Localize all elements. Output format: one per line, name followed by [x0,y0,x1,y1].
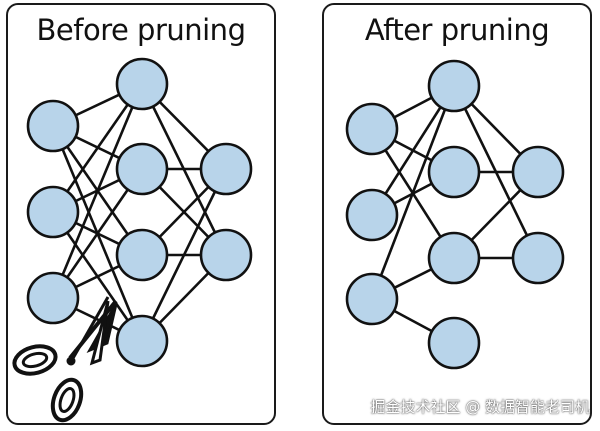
after-pruning-panel: After pruning [322,3,592,425]
after-input-node-1 [345,102,399,156]
after-input-node-2 [345,188,399,242]
before-hidden-node-3 [115,228,169,282]
before-output-node-2 [199,228,253,282]
scissors-icon [12,296,118,423]
before-pruning-panel: Before pruning [6,3,276,425]
before-hidden-node-1 [115,57,169,111]
before-hidden-node-4 [115,314,169,368]
before-hidden-node-2 [115,142,169,196]
after-hidden-node-1 [427,59,481,113]
after-network-diagram [345,59,565,370]
before-input-node-2 [26,185,80,239]
watermark-text: 掘金技术社区 @ 数据智能老司机 [370,398,590,416]
after-nodes [345,59,565,370]
after-hidden-node-2 [427,145,481,199]
after-output-node-1 [511,145,565,199]
before-nodes [26,57,253,368]
before-input-node-1 [26,99,80,153]
before-network-diagram [12,57,253,423]
after-hidden-node-4 [427,316,481,370]
after-pruning-title: After pruning [364,13,550,47]
after-output-node-2 [511,231,565,285]
before-pruning-title: Before pruning [36,13,246,47]
after-input-node-3 [345,272,399,326]
before-input-node-3 [26,271,80,325]
before-output-node-1 [199,142,253,196]
after-hidden-node-3 [427,231,481,285]
